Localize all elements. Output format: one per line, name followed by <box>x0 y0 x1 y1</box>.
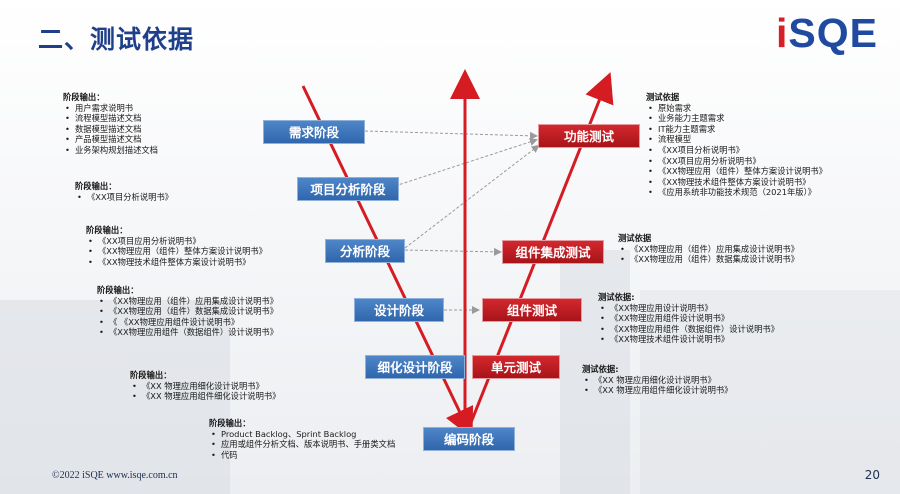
stage-unit-test: 单元测试 <box>472 355 560 379</box>
stage-detailed-design: 细化设计阶段 <box>365 355 465 379</box>
note-item: Product Backlog、Sprint Backlog <box>211 429 395 440</box>
stage-coding: 编码阶段 <box>423 427 515 451</box>
left-note-6: 阶段输出： Product Backlog、Sprint Backlog 应用或… <box>209 418 395 460</box>
stage-integration-test: 组件集成测试 <box>502 240 604 264</box>
note-item: 《XX物理应用（组件）应用集成设计说明书》 <box>99 296 278 307</box>
connector-dashed <box>364 130 538 140</box>
note-item: 《XX物理应用（组件）整体方案设计说明书》 <box>648 166 827 177</box>
note-item: 应用或组件分析文档、版本说明书、手册类文档 <box>211 439 395 450</box>
note-item: 《XX物理应用（组件）数据集成设计说明书》 <box>99 306 278 317</box>
note-heading: 阶段输出： <box>97 285 139 295</box>
note-heading: 阶段输出： <box>209 418 251 428</box>
note-item: 《XX 物理应用组件细化设计说明书》 <box>132 391 281 402</box>
note-item: 《XX项目应用分析说明书》 <box>648 156 827 167</box>
note-item: 《XX物理技术组件设计说明书》 <box>600 334 779 345</box>
stage-project-analysis: 项目分析阶段 <box>297 177 399 201</box>
isqe-logo: iSQE <box>776 10 878 56</box>
left-note-2: 阶段输出： 《XX项目分析说明书》 <box>75 181 173 202</box>
footer-copyright: ©2022 iSQE www.isqe.com.cn <box>52 470 178 481</box>
note-item: 原始需求 <box>648 103 827 114</box>
note-item: 业务能力主题需求 <box>648 113 827 124</box>
note-item: 《 《XX物理应用组件设计说明书》 <box>99 317 278 328</box>
note-heading: 阶段输出： <box>86 225 128 235</box>
page-number: 20 <box>864 468 880 482</box>
note-item: 业务架构规划描述文档 <box>65 145 158 156</box>
stage-analysis: 分析阶段 <box>325 239 405 263</box>
note-item: 《XX物理应用组件（数据组件）设计说明书》 <box>600 324 779 335</box>
note-item: 《XX 物理应用细化设计说明书》 <box>132 381 280 392</box>
note-heading: 测试依据 <box>646 92 680 102</box>
note-item: 流程模型描述文档 <box>65 113 158 124</box>
note-item: 《XX项目分析说明书》 <box>648 145 827 156</box>
note-item: 《XX物理应用组件（数据组件）设计说明书》 <box>99 327 278 338</box>
note-heading: 测试依据: <box>582 364 619 374</box>
right-note-4: 测试依据: 《XX 物理应用细化设计说明书》 《XX 物理应用组件细化设计说明书… <box>582 364 732 396</box>
page-title: 二、测试依据 <box>38 25 195 54</box>
note-heading: 测试依据 <box>618 233 652 243</box>
note-item: 《XX物理应用（组件）整体方案设计说明书》 <box>88 246 267 257</box>
note-item: 《XX物理技术组件整体方案设计说明书》 <box>648 177 827 188</box>
left-note-3: 阶段输出： 《XX项目应用分析说明书》 《XX物理应用（组件）整体方案设计说明书… <box>86 225 267 267</box>
note-item: 产品模型描述文档 <box>65 134 158 145</box>
connector-dashed <box>404 247 502 256</box>
left-note-4: 阶段输出： 《XX物理应用（组件）应用集成设计说明书》 《XX物理应用（组件）数… <box>97 285 278 338</box>
note-item: 数据模型描述文档 <box>65 124 158 135</box>
stage-requirements: 需求阶段 <box>263 120 365 144</box>
right-note-3: 测试依据: 《XX物理应用设计说明书》 《XX物理应用组件设计说明书》 《XX物… <box>598 292 779 345</box>
note-heading: 阶段输出： <box>75 181 117 191</box>
note-item: 流程模型 <box>648 134 827 145</box>
note-item: 《XX 物理应用细化设计说明书》 <box>584 375 732 386</box>
note-heading: 阶段输出： <box>130 370 172 380</box>
note-heading: 测试依据: <box>598 292 635 302</box>
note-item: 代码 <box>211 450 395 461</box>
stage-functional-test: 功能测试 <box>538 124 640 148</box>
note-item: IT能力主题需求 <box>648 124 827 135</box>
background-building <box>560 250 630 494</box>
left-note-1: 阶段输出： 用户需求说明书 流程模型描述文档 数据模型描述文档 产品模型描述文档… <box>63 92 158 156</box>
note-item: 《XX 物理应用组件细化设计说明书》 <box>584 385 733 396</box>
left-note-5: 阶段输出： 《XX 物理应用细化设计说明书》 《XX 物理应用组件细化设计说明书… <box>130 370 280 402</box>
note-item: 《XX物理应用（组件）数据集成设计说明书》 <box>620 254 799 265</box>
note-heading: 阶段输出： <box>63 92 105 102</box>
note-item: 《XX物理应用组件设计说明书》 <box>600 313 779 324</box>
stage-component-test: 组件测试 <box>482 298 582 322</box>
stage-design: 设计阶段 <box>354 298 444 322</box>
right-note-1: 测试依据 原始需求 业务能力主题需求 IT能力主题需求 流程模型 《XX项目分析… <box>646 92 827 198</box>
connector-dashed <box>404 144 540 249</box>
right-note-2: 测试依据 《XX物理应用（组件）应用集成设计说明书》 《XX物理应用（组件）数据… <box>618 233 799 265</box>
note-item: 用户需求说明书 <box>65 103 158 114</box>
note-item: 《XX项目分析说明书》 <box>77 192 173 203</box>
note-item: 《应用系统非功能技术规范（2021年版）》 <box>648 187 827 198</box>
note-item: 《XX物理技术组件整体方案设计说明书》 <box>88 257 267 268</box>
note-item: 《XX物理应用（组件）应用集成设计说明书》 <box>620 244 799 255</box>
note-item: 《XX项目应用分析说明书》 <box>88 236 267 247</box>
note-item: 《XX物理应用设计说明书》 <box>600 303 779 314</box>
